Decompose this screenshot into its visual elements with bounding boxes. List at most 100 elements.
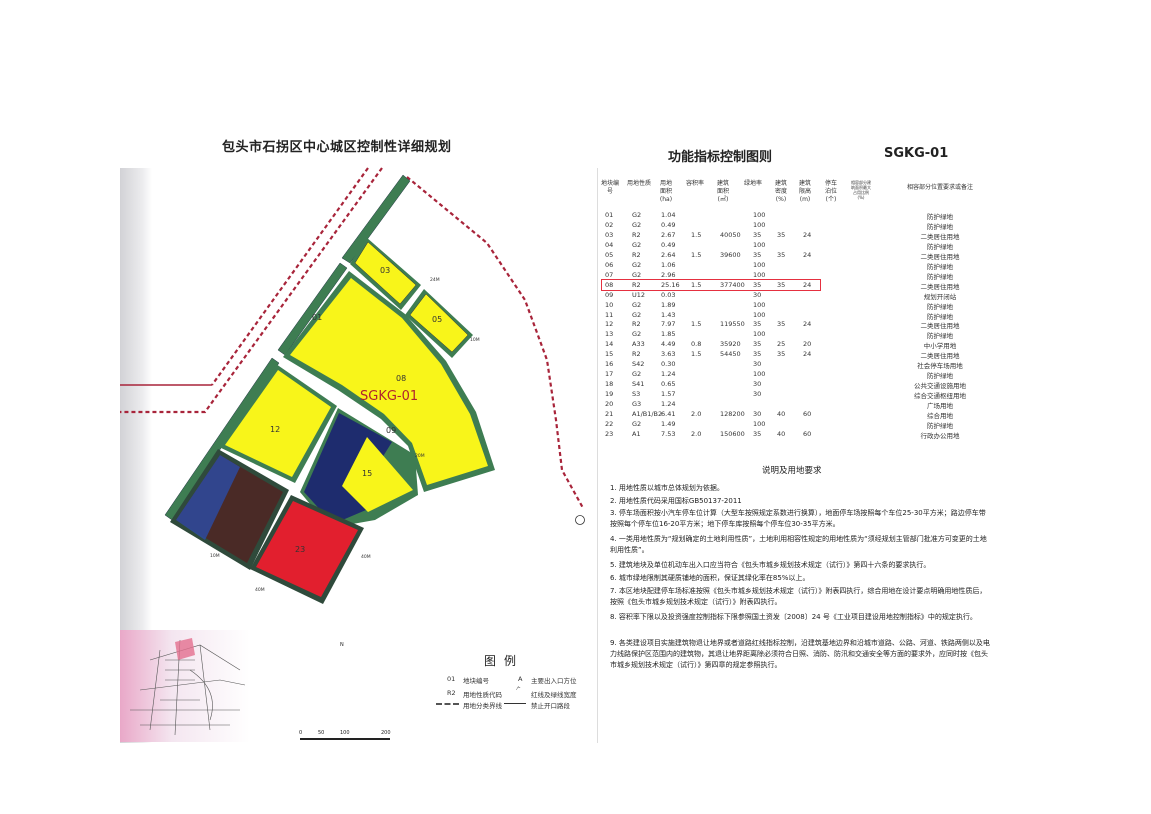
table-cell: G2 xyxy=(632,370,642,379)
table-cell: 1.49 xyxy=(661,419,676,428)
scale-tick: 100 xyxy=(340,730,350,736)
table-cell: 二类居住用地 xyxy=(920,252,960,261)
table-cell: 12 xyxy=(605,320,614,329)
table-cell: 4.49 xyxy=(661,340,676,349)
panel-divider xyxy=(597,168,598,743)
parcel-03 xyxy=(354,241,417,305)
table-cell: 100 xyxy=(753,330,766,339)
scale-tick: 200 xyxy=(381,730,391,736)
parcel-label: 09 xyxy=(386,426,396,435)
parcel-15 xyxy=(342,437,413,512)
table-cell: 1.04 xyxy=(661,211,676,219)
table-cell: 防护绿地 xyxy=(927,222,953,231)
table-cell: 2.67 xyxy=(661,230,676,239)
table-cell: 防护绿地 xyxy=(927,272,953,281)
legend-label: 用地分类界线 xyxy=(463,702,502,710)
col-header: 相容部分位置要求或备注 xyxy=(906,184,973,191)
table-cell: 6.41 xyxy=(661,410,676,418)
table-cell: 21 xyxy=(605,410,614,418)
table-cell: 100 xyxy=(753,220,766,229)
parcel-12 xyxy=(225,370,331,477)
table-cell: 30 xyxy=(753,360,762,369)
note-item: 8. 容积率下限以及投资强度控制指标下限参照国土资发〔2008〕24 号《工业项… xyxy=(610,613,977,621)
table-cell: 100 xyxy=(753,270,766,279)
boundary-line-symbol xyxy=(436,703,459,705)
table-cell: R2 xyxy=(632,230,641,239)
parcel-label: 03 xyxy=(380,266,390,275)
table-cell: 24 xyxy=(803,250,812,259)
table-cell: 1.57 xyxy=(661,390,676,399)
table-cell: G2 xyxy=(632,211,642,219)
table-cell: 60 xyxy=(803,429,812,438)
zoning-map: 03 05 08 12 15 23 01 09 24M 10M 20M 40M … xyxy=(120,167,585,604)
table-cell: A33 xyxy=(632,340,645,349)
table-cell: 09 xyxy=(605,290,614,299)
table-cell: 24 xyxy=(803,350,812,359)
width-symbol: ⁄⁼ xyxy=(517,686,521,692)
table-cell: 1.89 xyxy=(661,300,676,309)
marker-circle xyxy=(575,515,585,525)
scale-bar xyxy=(300,738,390,740)
legend-label: 禁止开口路段 xyxy=(531,702,570,710)
table-cell: 广场用地 xyxy=(927,402,953,411)
table-cell: G2 xyxy=(632,240,642,249)
table-cell: 100 xyxy=(753,419,766,428)
width-label: 10M xyxy=(470,337,480,343)
table-cell: 行政办公用地 xyxy=(920,431,960,440)
table-cell: 1.5 xyxy=(691,350,702,359)
table-cell: R2 xyxy=(632,320,641,329)
legend-title: 图例 xyxy=(484,654,525,668)
width-label: 10M xyxy=(210,553,220,559)
table-cell: 24 xyxy=(803,320,812,329)
parcel-23 xyxy=(256,501,358,597)
table-cell: 规划开闭站 xyxy=(923,292,957,301)
table-cell: 35920 xyxy=(720,340,741,349)
table-cell: 30 xyxy=(753,290,762,299)
table-cell: 100 xyxy=(753,370,766,379)
table-cell: 54450 xyxy=(720,350,741,359)
table-cell: 377400 xyxy=(720,280,745,289)
table-cell: 2.0 xyxy=(691,429,702,438)
table-cell: R2 xyxy=(632,350,641,359)
parcel-label: 15 xyxy=(362,469,372,478)
plan-code: SGKG-01 xyxy=(884,146,949,161)
location-inset-map xyxy=(120,630,250,742)
table-cell: 0.8 xyxy=(691,340,702,349)
table-cell: 25.16 xyxy=(661,280,680,289)
scale-tick: 0 xyxy=(299,730,303,736)
table-cell: 40 xyxy=(777,410,786,418)
parcel-08 xyxy=(290,278,488,485)
table-cell: 35 xyxy=(777,230,786,239)
note-item: 4. 一类用地性质为“规划确定的土地利用性质”，土地利用相容性规定的用地性质为“… xyxy=(610,535,987,554)
table-cell: 22 xyxy=(605,419,614,428)
parcel-label: 12 xyxy=(270,425,280,434)
table-cell: 19 xyxy=(605,390,614,399)
table-cell: 14 xyxy=(605,340,614,349)
table-cell: 35 xyxy=(753,320,762,329)
table-cell: 35 xyxy=(753,429,762,438)
parcel-label: 01 xyxy=(312,313,322,322)
table-cell: G3 xyxy=(632,400,642,409)
table-cell: 防护绿地 xyxy=(927,262,953,271)
table-cell: 17 xyxy=(605,370,614,379)
table-cell: 40050 xyxy=(720,230,741,239)
note-item: 3. 停车场面积按小汽车停车位计算（大型车按照规定系数进行换算），地面停车场按照… xyxy=(610,509,986,528)
parcel-label: 08 xyxy=(396,374,406,383)
table-cell: 100 xyxy=(753,260,766,269)
table-cell: 0.49 xyxy=(661,220,676,229)
table-cell: 128200 xyxy=(720,410,745,418)
road-boundary-lines xyxy=(120,167,584,509)
table-cell: 1.5 xyxy=(691,280,702,289)
table-cell: 2.0 xyxy=(691,410,702,418)
table-cell: 0.49 xyxy=(661,240,676,249)
legend-label: 红线及绿线宽度 xyxy=(531,691,577,699)
col-header: 建筑密度(%) xyxy=(774,180,787,203)
